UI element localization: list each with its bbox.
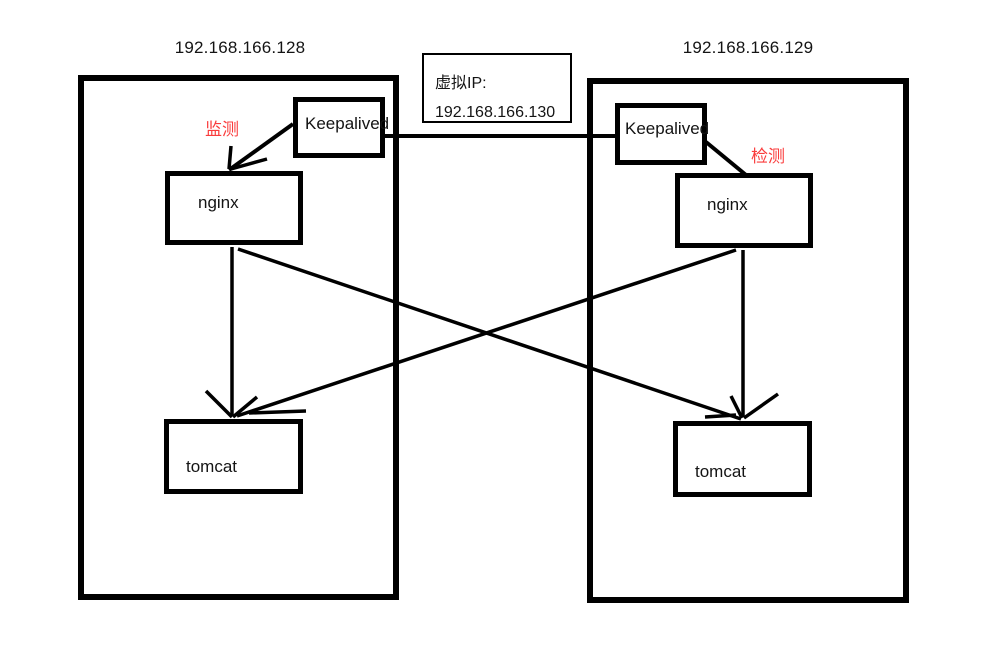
- left-tomcat-arrowhead-barb-1: [204, 389, 234, 419]
- right-nginx-to-left-tomcat-line: [236, 248, 737, 418]
- left-tomcat-arrowhead-barb-2: [231, 395, 259, 419]
- virtual-ip-title: 虚拟IP:: [435, 75, 487, 92]
- left-keepalived-label: Keepalived: [305, 114, 390, 133]
- left-tomcat-label: tomcat: [186, 457, 238, 476]
- right-keepalived-to-nginx-line: [704, 140, 748, 177]
- right-nginx-box: nginx: [675, 173, 813, 248]
- left-keepalived-box: Keepalived: [293, 97, 389, 158]
- right-keepalived-label: Keepalived: [625, 119, 710, 138]
- right-tomcat-arrowhead-dash: [704, 413, 737, 419]
- left-monitor-label: 监测: [205, 120, 239, 139]
- right-nginx-label: nginx: [707, 195, 748, 214]
- left-keepalived-to-nginx-line: [227, 122, 295, 172]
- right-detect-label: 检测: [751, 147, 785, 166]
- left-keepalived-arrowhead-barb-2: [230, 157, 268, 171]
- virtual-ip-address: 192.168.166.130: [435, 104, 556, 121]
- right-tomcat-label: tomcat: [695, 462, 747, 481]
- server-right-boundary-box: [587, 78, 909, 603]
- left-tomcat-box: tomcat: [164, 419, 303, 494]
- left-tomcat-arrowhead-dash: [248, 409, 307, 415]
- left-nginx-box: nginx: [165, 171, 303, 245]
- server-right-ip-label: 192.168.166.129: [682, 38, 814, 57]
- right-tomcat-arrowhead-barb-2: [742, 392, 780, 420]
- right-tomcat-arrowhead-barb-1: [729, 395, 744, 419]
- virtual-ip-box: 虚拟IP: 192.168.166.130: [422, 53, 572, 123]
- left-nginx-to-right-tomcat-line: [237, 247, 742, 421]
- right-tomcat-box: tomcat: [673, 421, 812, 497]
- left-nginx-label: nginx: [198, 193, 239, 212]
- left-keepalived-arrowhead-barb-1: [227, 145, 233, 170]
- right-keepalived-box: Keepalived: [615, 103, 710, 165]
- server-left-ip-label: 192.168.166.128: [174, 38, 306, 57]
